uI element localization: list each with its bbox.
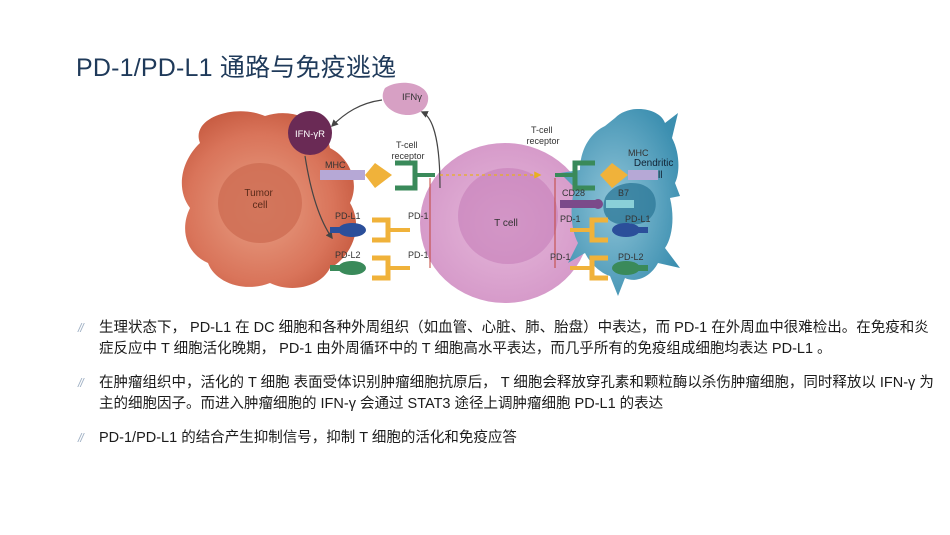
pdl2-left-label: PD-L2	[335, 250, 361, 260]
cd28-head	[593, 199, 603, 209]
mhc-left-membrane	[320, 170, 365, 180]
t-cell-nucleus	[458, 168, 558, 264]
pd1-right-top-molecule	[589, 217, 608, 243]
ifn-receptor-circle	[288, 111, 332, 155]
pdl1-right-label: PD-L1	[625, 214, 651, 224]
pdl1-left-stem	[330, 227, 340, 233]
bullet-marker: //	[78, 376, 84, 390]
ifn-to-receptor-arrow	[330, 99, 383, 128]
pdl1-right-molecule	[612, 223, 640, 237]
pdl2-right-stem	[638, 265, 648, 271]
tcr-left-label: T-cell receptor	[391, 140, 424, 161]
bullet-text: 生理状态下， PD-L1 在 DC 细胞和各种外周组织（如血管、心脏、肺、胎盘）…	[99, 320, 929, 357]
pdl2-left-molecule	[338, 261, 366, 275]
pd1-pathway-diagram: Tumor cell T cell Dendritic cell IFN-γR …	[181, 82, 680, 303]
tumor-cell-label: Tumor cell	[244, 188, 275, 211]
mhc-right-label: MHC	[628, 148, 649, 158]
bullet-list: // 生理状态下， PD-L1 在 DC 细胞和各种外周组织（如血管、心脏、肺、…	[78, 318, 938, 449]
bullet-marker: //	[78, 431, 84, 445]
mhc-right-molecule	[600, 163, 628, 188]
tcr-right-label: T-cell receptor	[526, 125, 559, 146]
slide-title: PD-1/PD-L1 通路与免疫逃逸	[76, 54, 397, 82]
bullet-item: // 生理状态下， PD-L1 在 DC 细胞和各种外周组织（如血管、心脏、肺、…	[78, 318, 938, 360]
pdl2-left-stem	[330, 265, 340, 271]
pd1-left-top-molecule	[372, 217, 391, 243]
t-cell-to-ifn-arrow	[420, 111, 441, 189]
pd1-right-top-label: PD-1	[560, 214, 581, 224]
ifn-gamma-label: IFNγ	[402, 92, 422, 103]
bullet-text: PD-1/PD-L1 的结合产生抑制信号，抑制 T 细胞的活化和免疫应答	[99, 430, 517, 446]
b7-molecule	[606, 200, 634, 208]
bullet-item: // PD-1/PD-L1 的结合产生抑制信号，抑制 T 细胞的活化和免疫应答	[78, 428, 938, 449]
cd28-molecule	[560, 200, 598, 208]
pdl1-left-label: PD-L1	[335, 211, 361, 221]
pdl1-right-stem	[638, 227, 648, 233]
tumor-nucleus	[218, 163, 302, 243]
mhc-left-label: MHC	[325, 160, 346, 170]
ifn-receptor-label: IFN-γR	[295, 129, 325, 140]
ifn-gamma-shape	[382, 82, 429, 116]
pd1-left-bottom-molecule	[372, 255, 391, 281]
cd28-label: CD28	[562, 188, 585, 198]
b7-label: B7	[618, 188, 629, 198]
receptor-to-pdl1-arrow	[304, 155, 333, 240]
pd1-left-top-label: PD-1	[408, 211, 429, 221]
mhc-left-molecule	[365, 163, 392, 188]
pd1-right-bottom-label: PD-1	[550, 252, 571, 262]
tcr-left-molecule	[395, 160, 418, 191]
bullet-text: 在肿瘤组织中，活化的 T 细胞 表面受体识别肿瘤细胞抗原后， T 细胞会释放穿孔…	[99, 375, 934, 412]
pd1-right-bottom-molecule	[589, 255, 608, 281]
bullet-item: // 在肿瘤组织中，活化的 T 细胞 表面受体识别肿瘤细胞抗原后， T 细胞会释…	[78, 373, 938, 415]
bullet-marker: //	[78, 321, 84, 335]
pdl1-left-molecule	[338, 223, 366, 237]
mhc-right-membrane	[628, 170, 658, 180]
pdl2-right-label: PD-L2	[618, 252, 644, 262]
t-cell-label: T cell	[494, 218, 518, 229]
pdl2-right-molecule	[612, 261, 640, 275]
pd1-left-bottom-label: PD-1	[408, 250, 429, 260]
